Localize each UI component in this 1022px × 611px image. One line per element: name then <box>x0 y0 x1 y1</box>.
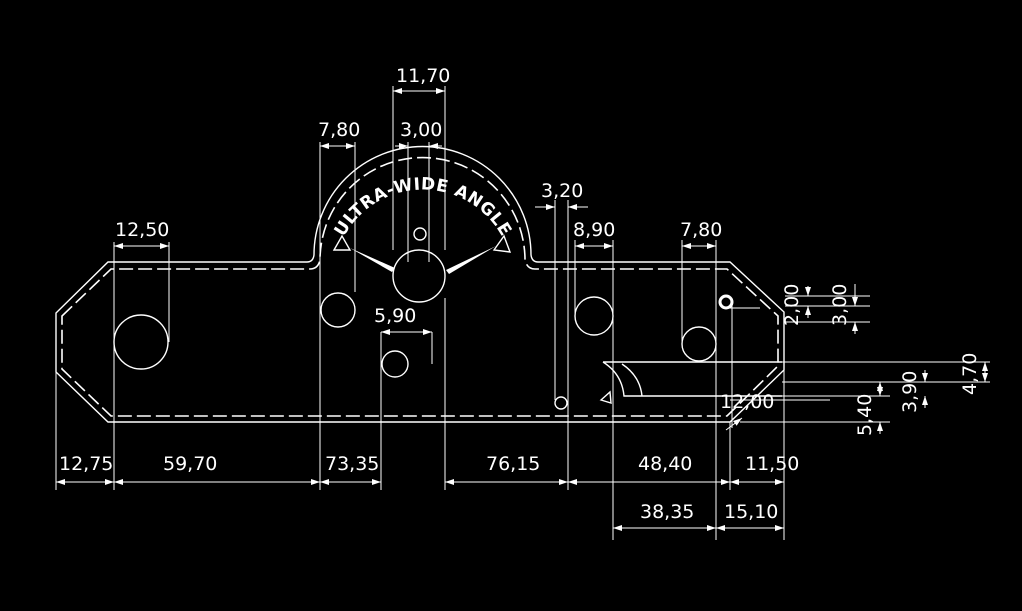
dim-3-00-right: 3,00 <box>829 284 851 326</box>
dim-73-35: 73,35 <box>325 453 379 475</box>
dim-12-75: 12,75 <box>59 453 113 475</box>
hole-center-big <box>392 249 446 303</box>
badge-arrow-right <box>492 234 512 253</box>
dim-48-40: 48,40 <box>638 453 692 475</box>
dim-11-50: 11,50 <box>745 453 799 475</box>
badge-text: ULTRA-WIDE ANGLE <box>331 174 516 240</box>
dim-38-35: 38,35 <box>640 501 694 523</box>
dim-3-20: 3,20 <box>541 180 583 202</box>
slot-marker <box>599 390 612 404</box>
dim-76-15: 76,15 <box>486 453 540 475</box>
dim-5-90: 5,90 <box>374 305 416 327</box>
dim-12-50: 12,50 <box>115 219 169 241</box>
slot <box>602 361 782 397</box>
dim-11-70: 11,70 <box>396 65 450 87</box>
hole-small-top <box>413 227 427 241</box>
hole-tiny <box>554 396 568 410</box>
badge-needle-right <box>446 246 496 274</box>
dim-7-80-right: 7,80 <box>680 219 722 241</box>
dim-5-40: 5,40 <box>854 394 876 436</box>
dim-2-00: 2,00 <box>781 284 803 326</box>
part-inner-offset <box>61 156 779 417</box>
part-outline <box>55 145 785 423</box>
hole-left-mid <box>320 292 356 328</box>
badge-needle-left <box>350 248 395 272</box>
dim-15-10: 15,10 <box>724 501 778 523</box>
dim-12-00: 12,00 <box>720 391 774 413</box>
badge-arrow-left <box>332 234 352 251</box>
pin-hole <box>718 294 734 310</box>
dim-8-90: 8,90 <box>573 219 615 241</box>
dim-3-00-top: 3,00 <box>400 119 442 141</box>
dim-3-90: 3,90 <box>899 371 921 413</box>
hole-lower-mid <box>381 350 409 378</box>
hole-right-a <box>574 296 614 336</box>
extension-lines <box>55 86 990 540</box>
dim-7-80-left: 7,80 <box>318 119 360 141</box>
dim-4-70: 4,70 <box>959 353 981 395</box>
hole-large-left <box>113 314 169 370</box>
dim-59-70: 59,70 <box>163 453 217 475</box>
hole-right-b <box>681 326 717 362</box>
dimension-lines <box>56 88 988 531</box>
